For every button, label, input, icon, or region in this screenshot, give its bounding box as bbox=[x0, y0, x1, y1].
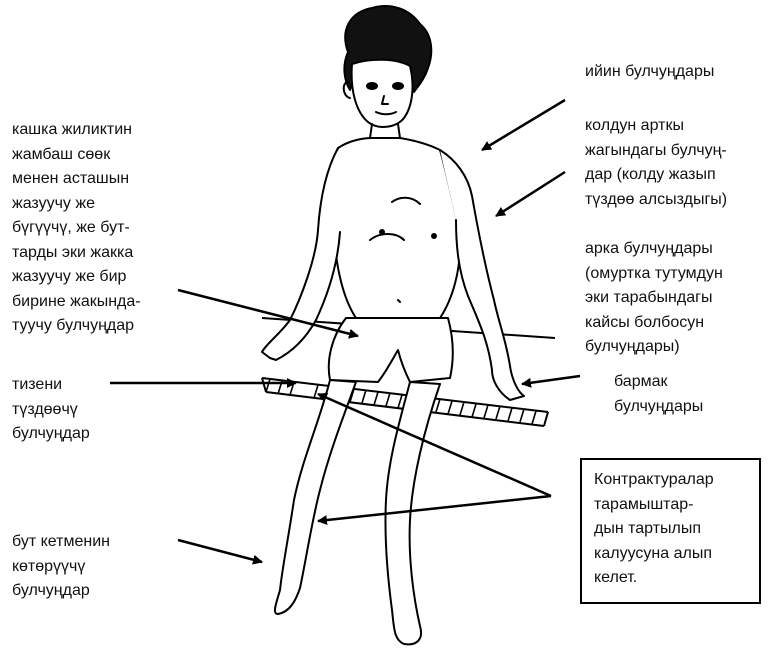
shorts bbox=[329, 318, 453, 382]
label-shoulder-muscles: ийин булчуңдары bbox=[585, 60, 714, 85]
face bbox=[352, 60, 413, 127]
torso bbox=[331, 138, 460, 318]
label-finger-muscles: бармак булчуңдары bbox=[614, 370, 703, 419]
arrow-foot bbox=[178, 540, 262, 562]
label-back-arm-muscles: колдун арткы жагындагы булчуң- дар (колд… bbox=[585, 114, 727, 212]
boy-figure bbox=[262, 6, 524, 644]
contracture-note-text: Контрактуралар тарамыштар- дын тартылып … bbox=[594, 468, 714, 591]
arrow-back-arm bbox=[496, 172, 565, 216]
arrow-shoulder bbox=[482, 100, 565, 150]
label-foot-muscles: бут кетменин көтөрүүчү булчуңдар bbox=[12, 530, 110, 604]
label-back-muscles: арка булчуңдары (омуртка тутумдун эки та… bbox=[585, 237, 723, 360]
left-leg bbox=[275, 380, 356, 614]
arrow-hip bbox=[178, 290, 358, 336]
contracture-note-box: Контрактуралар тарамыштар- дын тартылып … bbox=[580, 458, 761, 604]
arrow-fingers bbox=[522, 376, 580, 384]
arrow-note-1 bbox=[318, 394, 551, 496]
arrow-note-2 bbox=[318, 496, 551, 521]
label-hip-muscles: кашка жиликтин жамбаш сөөк менен асташын… bbox=[12, 118, 141, 339]
label-knee-muscles: тизени түздөөчү булчуңдар bbox=[12, 373, 90, 447]
